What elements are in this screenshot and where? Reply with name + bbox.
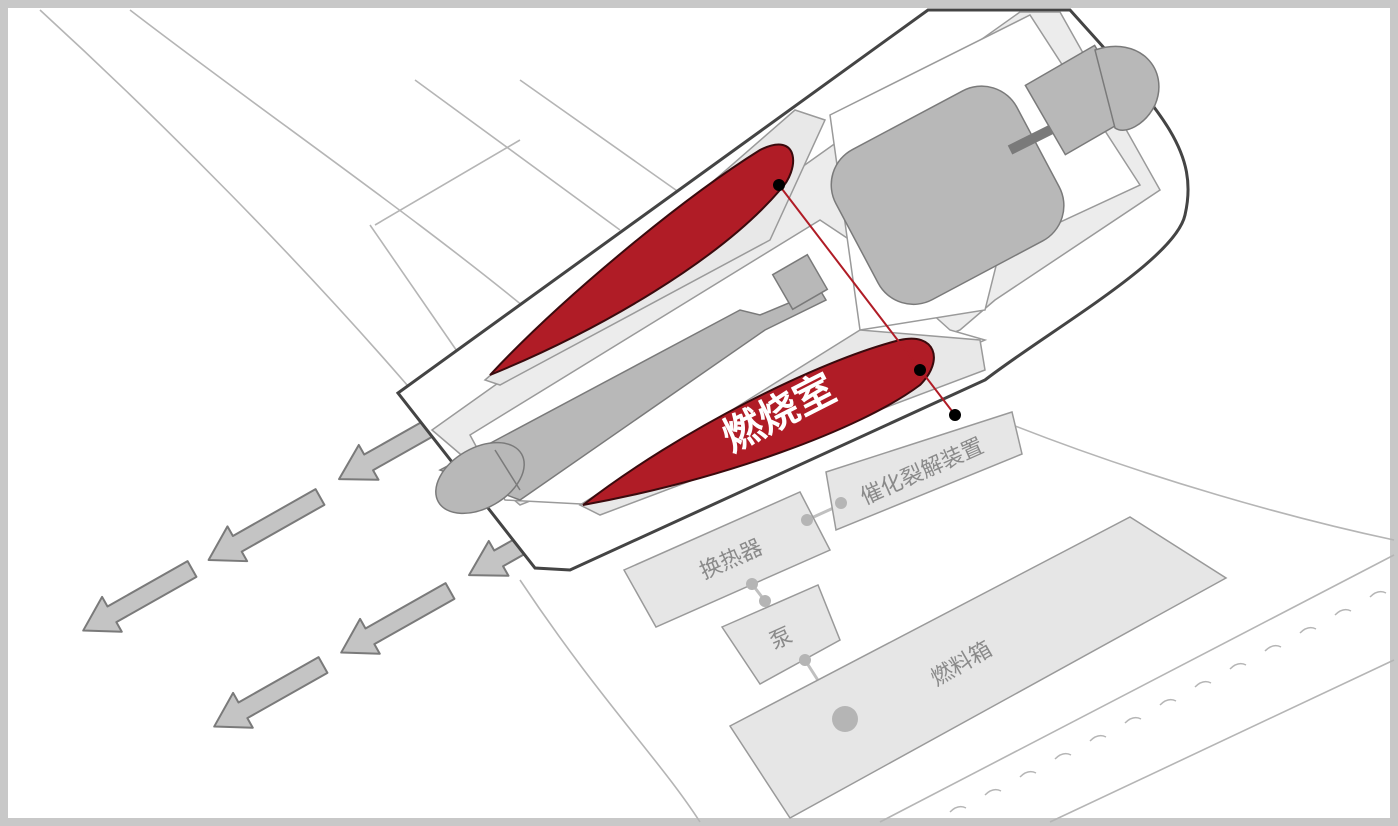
combustion-leader	[773, 179, 961, 421]
background-lines	[39, 9, 1395, 823]
fuselage-line	[519, 579, 701, 823]
catalytic-cracker-box	[825, 411, 1023, 532]
leader-dot	[914, 364, 926, 376]
connector-dot	[759, 595, 771, 607]
pump-box	[720, 584, 841, 685]
fuselage-seam	[1049, 659, 1395, 823]
panel-line	[414, 79, 621, 231]
compressor-block	[830, 85, 1065, 306]
upper-combustion-chamber	[489, 143, 794, 376]
fuselage-line	[999, 419, 1395, 541]
fuel-outlet-dot	[832, 706, 858, 732]
heat-exchanger-box	[622, 491, 832, 628]
connector-dot	[746, 578, 758, 590]
connector-dot	[835, 497, 847, 509]
panel-line	[369, 224, 471, 371]
rivet-row	[949, 590, 1387, 813]
wing-edge-line	[39, 9, 421, 401]
exhaust-arrow-5	[340, 582, 456, 655]
wing-edge-line-2	[129, 9, 541, 321]
exhaust-arrow-3	[82, 560, 198, 633]
fuselage-seam	[879, 554, 1395, 823]
connector-dot	[801, 514, 813, 526]
panel-line	[519, 79, 691, 201]
coupling-box	[771, 253, 829, 311]
lower-combustion-chamber	[582, 337, 935, 506]
leader-dot	[773, 179, 785, 191]
exhaust-arrow-6	[213, 656, 329, 729]
cone-divider	[494, 449, 521, 491]
leader-dot	[949, 409, 961, 421]
panel-line	[374, 139, 521, 226]
intake-spinner	[1094, 45, 1160, 131]
connector-dots	[746, 497, 858, 732]
fuel-system: 催化裂解装置 换热器 泵 燃料箱	[622, 411, 1228, 819]
fuel-tank-box	[728, 516, 1228, 819]
core-shaft	[438, 289, 828, 501]
connector-dot	[799, 654, 811, 666]
exhaust-arrow-2	[207, 488, 326, 563]
